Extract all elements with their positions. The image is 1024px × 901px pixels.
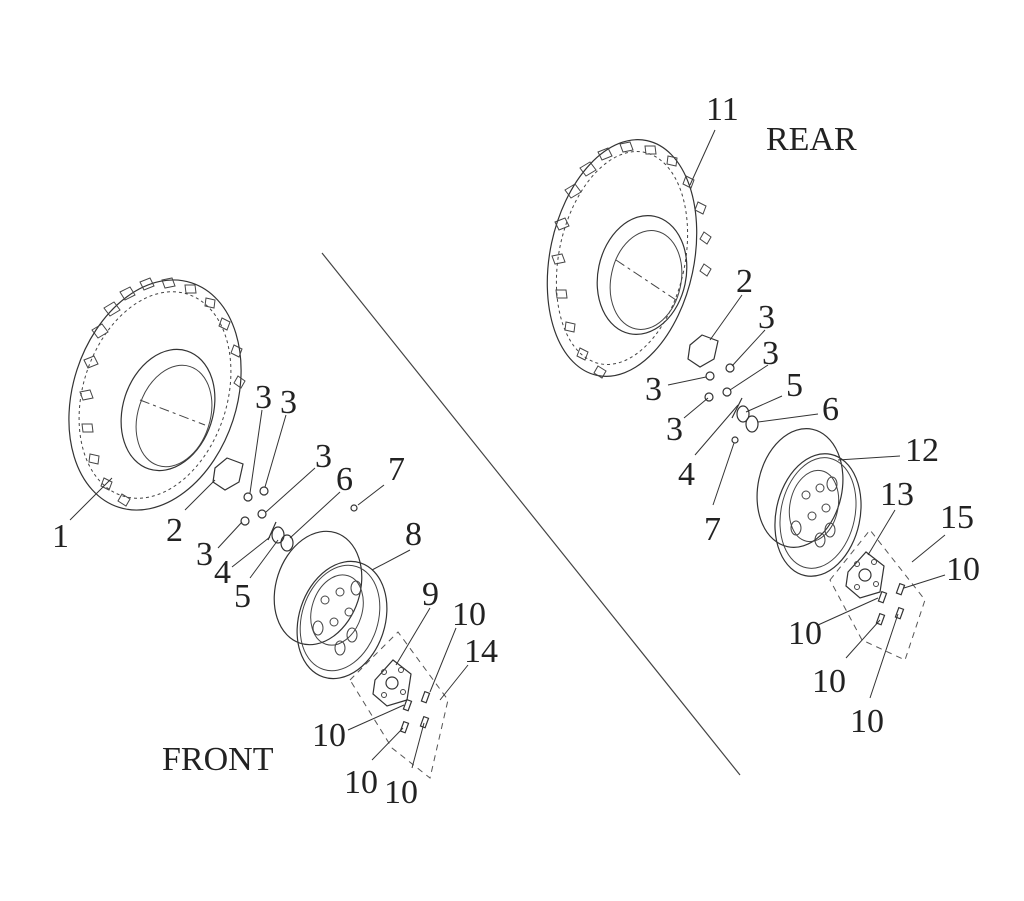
rear-tire [546, 139, 712, 379]
callout-rear-5: 5 [786, 367, 803, 404]
callout-front-7: 7 [388, 451, 405, 488]
front-title: FRONT [162, 741, 274, 778]
callout-rear-10c: 10 [812, 663, 846, 700]
callout-front-3d: 3 [196, 536, 213, 573]
callout-front-14: 14 [464, 633, 498, 670]
callout-front-6: 6 [336, 461, 353, 498]
rear-bolts [875, 582, 906, 626]
callout-front-3b: 3 [280, 384, 297, 421]
rear-washer [736, 405, 750, 423]
front-hub-dashed-box [349, 631, 449, 779]
rear-rim [756, 428, 862, 577]
front-valve-cap [212, 457, 244, 491]
callout-front-10b: 10 [312, 717, 346, 754]
callout-rear-3d: 3 [666, 411, 683, 448]
callout-front-1: 1 [52, 518, 69, 555]
front-nuts [240, 486, 269, 526]
callout-front-3a: 3 [255, 379, 272, 416]
callout-front-10d: 10 [384, 774, 418, 811]
callout-rear-11: 11 [706, 91, 739, 128]
callout-rear-4: 4 [678, 456, 695, 493]
callout-rear-13: 13 [880, 476, 914, 513]
callout-rear-10a: 10 [946, 551, 980, 588]
front-rim [273, 530, 388, 680]
callout-rear-2: 2 [736, 263, 753, 300]
callout-front-10c: 10 [344, 764, 378, 801]
front-washer-6 [280, 534, 294, 552]
front-leaders [69, 409, 469, 769]
rear-washer-6 [745, 415, 759, 433]
section-divider [321, 252, 741, 776]
callout-rear-3a: 3 [758, 299, 775, 336]
callout-rear-7: 7 [704, 511, 721, 548]
front-callouts: 1 2 3 3 3 3 4 5 6 7 8 9 10 14 10 10 10 [52, 379, 498, 811]
front-tire [68, 277, 246, 511]
callout-front-4: 4 [214, 554, 231, 591]
callout-front-8: 8 [405, 516, 422, 553]
callout-rear-6: 6 [822, 391, 839, 428]
callout-rear-15: 15 [940, 499, 974, 536]
rear-callouts: 11 2 3 3 3 3 4 5 6 7 12 13 15 10 10 10 1… [645, 91, 980, 740]
rear-nuts [704, 363, 735, 402]
front-washer [271, 526, 285, 544]
callout-rear-10b: 10 [788, 615, 822, 652]
rear-pin [731, 397, 743, 419]
rear-valve-cap [687, 334, 719, 368]
front-valve-stem [350, 504, 358, 512]
callout-front-10a: 10 [452, 596, 486, 633]
callout-front-5: 5 [234, 578, 251, 615]
callout-front-9: 9 [422, 576, 439, 613]
rear-hub-dashed-box [829, 529, 926, 661]
rear-leaders [667, 129, 946, 699]
callout-rear-3c: 3 [645, 371, 662, 408]
rear-valve-stem [731, 436, 739, 444]
callout-front-2: 2 [166, 512, 183, 549]
callout-front-3c: 3 [315, 438, 332, 475]
callout-rear-10d: 10 [850, 703, 884, 740]
rear-hub [845, 551, 885, 599]
front-hub [372, 659, 412, 707]
callout-rear-3b: 3 [762, 335, 779, 372]
callout-rear-12: 12 [905, 432, 939, 469]
rear-title: REAR [766, 121, 857, 158]
front-bolts [399, 690, 431, 734]
